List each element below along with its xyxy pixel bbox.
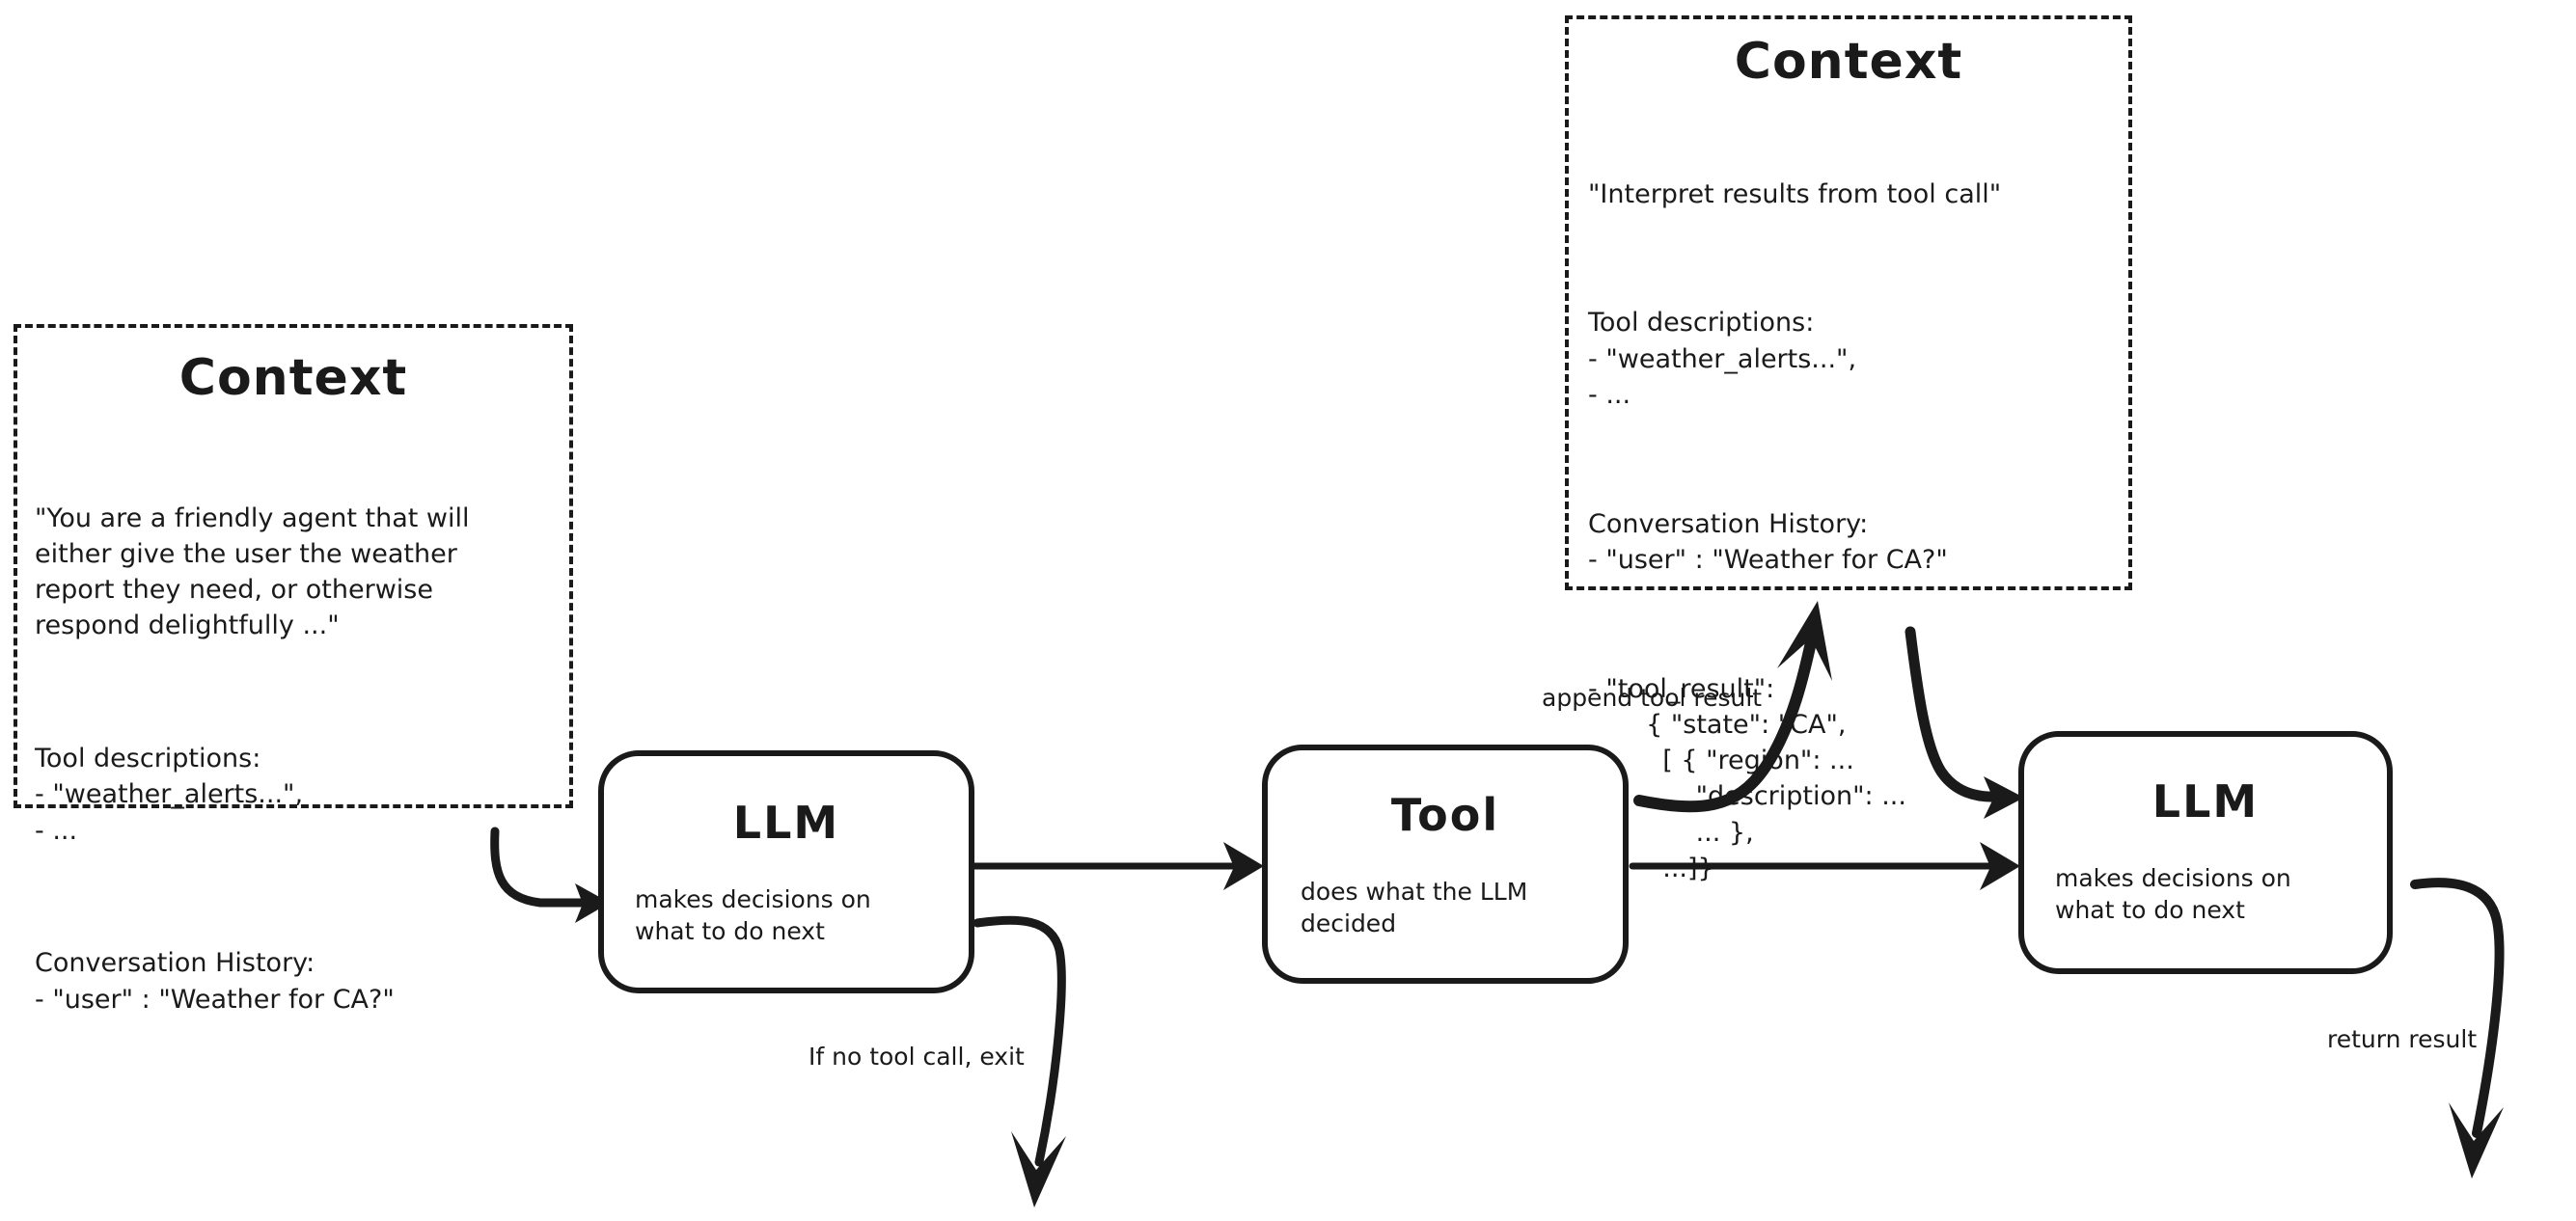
node-llm-first[interactable]: LLM makes decisions on what to do next xyxy=(598,750,974,993)
node-tool-subtitle: does what the LLM decided xyxy=(1301,878,1528,937)
context-right-system-prompt: "Interpret results from tool call" xyxy=(1588,178,2002,209)
edge-label-append-tool-result: append tool result xyxy=(1542,684,1763,712)
context-left-system-prompt: "You are a friendly agent that will eith… xyxy=(35,502,470,641)
context-right-tool-result: - "tool_result": { "state": "CA", [ { "r… xyxy=(1588,673,1906,883)
context-box-left: Context "You are a friendly agent that w… xyxy=(14,324,573,1015)
edge-tool-to-llm2 xyxy=(1629,842,2020,890)
edge-label-no-tool-call-exit: If no tool call, exit xyxy=(808,1043,1025,1071)
edge-tool-to-context-right xyxy=(1633,601,1832,813)
node-tool[interactable]: Tool does what the LLM decided xyxy=(1262,745,1629,984)
context-left-title: Context xyxy=(178,349,408,407)
context-right-tool-descriptions: Tool descriptions: - "weather_alerts..."… xyxy=(1588,308,1857,410)
node-llm-first-title: LLM xyxy=(732,797,840,849)
edge-context-to-llm1 xyxy=(490,827,610,923)
node-tool-title: Tool xyxy=(1390,789,1500,841)
edge-llm1-to-tool xyxy=(971,842,1264,890)
context-left-body: "You are a friendly agent that will eith… xyxy=(35,428,552,1089)
context-box-right: Context "Interpret results from tool cal… xyxy=(1565,15,2132,883)
node-llm-first-subtitle: makes decisions on what to do next xyxy=(635,885,871,945)
edge-llm1-exit xyxy=(973,915,1066,1207)
edge-context-right-to-llm2 xyxy=(1905,626,2024,819)
edge-llm2-return xyxy=(2410,878,2505,1179)
context-left-tool-descriptions: Tool descriptions: - "weather_alerts..."… xyxy=(35,744,304,846)
context-right-conversation-history: Conversation History: - "user" : "Weathe… xyxy=(1588,508,1948,575)
context-left-conversation-history: Conversation History: - "user" : "Weathe… xyxy=(35,948,395,1015)
node-llm-second-subtitle: makes decisions on what to do next xyxy=(2055,864,2291,924)
context-right-body: "Interpret results from tool call" Tool … xyxy=(1588,104,2109,980)
edge-label-return-result: return result xyxy=(2327,1025,2478,1053)
node-llm-second-title: LLM xyxy=(2151,775,2260,828)
context-right-title: Context xyxy=(1734,33,1963,91)
node-llm-second[interactable]: LLM makes decisions on what to do next xyxy=(2018,731,2393,974)
